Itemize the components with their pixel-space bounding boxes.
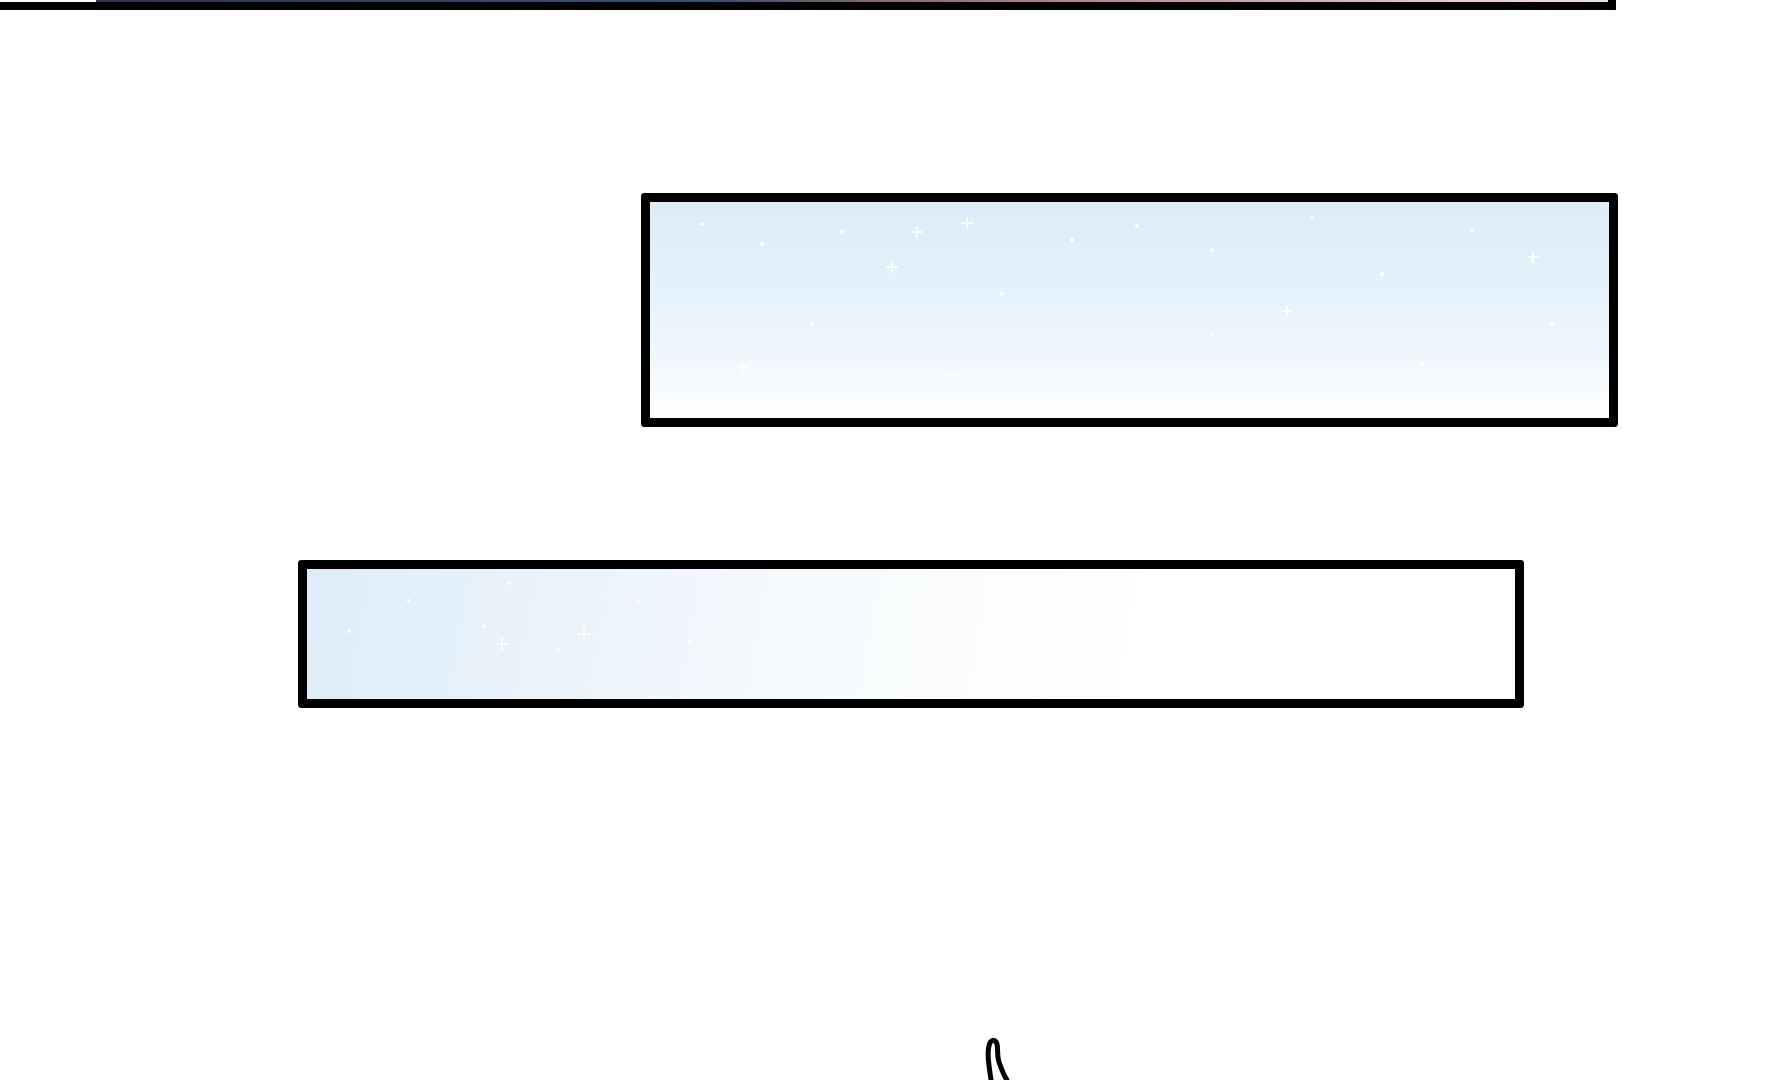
snowflake-icon bbox=[1550, 322, 1554, 326]
snowflake-icon bbox=[637, 599, 641, 603]
snowflake-icon bbox=[1135, 224, 1139, 228]
snowflake-icon bbox=[810, 322, 814, 326]
snowflake-icon bbox=[1210, 248, 1214, 252]
sparkle-icon bbox=[1282, 306, 1292, 316]
sparkle-icon bbox=[579, 629, 589, 639]
top-comic-panel bbox=[0, 0, 1616, 10]
snowflake-icon bbox=[840, 230, 844, 234]
snowflake-icon bbox=[557, 647, 561, 651]
snowflake-icon bbox=[700, 222, 704, 226]
sparkle-icon bbox=[962, 218, 972, 228]
sparkle-icon bbox=[737, 362, 747, 372]
sky-panel-1 bbox=[641, 193, 1618, 427]
snowflake-icon bbox=[407, 599, 411, 603]
snowflake-icon bbox=[1210, 332, 1214, 336]
snowflake-icon bbox=[760, 242, 764, 246]
snowflake-icon bbox=[1070, 238, 1074, 242]
sparkle-icon bbox=[497, 639, 507, 649]
sky-panel-2 bbox=[298, 560, 1524, 708]
snowflake-icon bbox=[1380, 272, 1384, 276]
snowflake-icon bbox=[507, 581, 511, 585]
snowflake-icon bbox=[950, 372, 954, 376]
snowflake-icon bbox=[1310, 216, 1314, 220]
sparkle-icon bbox=[912, 227, 922, 237]
snowflake-icon bbox=[1000, 292, 1004, 296]
hand-outline-icon bbox=[985, 1036, 1025, 1083]
snowflake-icon bbox=[687, 639, 691, 643]
sparkle-icon bbox=[1528, 252, 1538, 262]
snowflake-icon bbox=[1470, 228, 1474, 232]
snowflake-icon bbox=[347, 629, 351, 633]
panel-gutter-strip bbox=[0, 0, 96, 2]
snowflake-icon bbox=[482, 624, 486, 628]
sparkle-icon bbox=[887, 262, 897, 272]
snowflake-icon bbox=[710, 382, 714, 386]
snowflake-icon bbox=[1420, 362, 1424, 366]
